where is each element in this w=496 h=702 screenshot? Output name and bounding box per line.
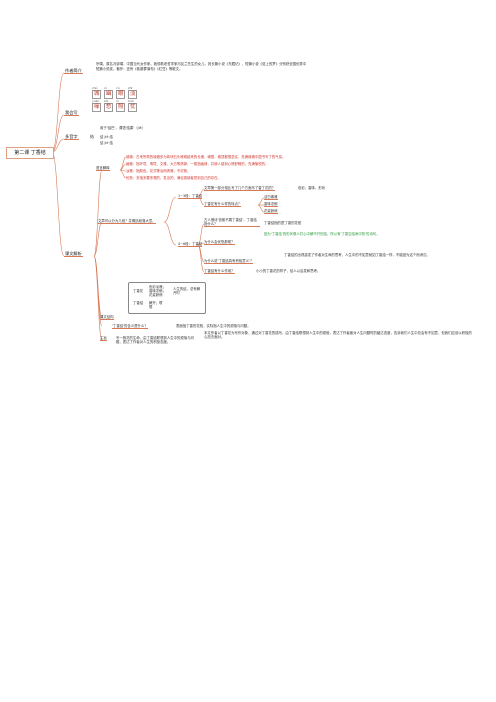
summary-label: 主旨 [100,336,107,342]
char-5: 缘 [92,102,102,112]
tone-label: 语言解释 [96,166,110,172]
structure-label: 课文结构 [100,315,114,321]
summary-right: 本文作者以丁香花为写作对象，通过对丁香花的描写，由丁香结联想到人生中的烦恼，表达… [204,331,472,340]
tone-3: 淡雅：指颜色、花式等淡而清雅，不浓艳。 [126,169,190,173]
author-line-1: 宗璞，原名冯钟璞，中国当代女作家。她领着老哲学家冯友兰先生的女儿，其长篇小说《东… [96,62,307,66]
analysis-branch: 课文解析 [64,251,83,257]
part-2-a1: 丁香结指的是丁香的花苞 [264,221,302,225]
tone-2-text: 幽雅：指环境、情境、文雅、大方等清静，一般指幽静，并使人感到心情舒畅的，充满愉悦… [126,162,269,166]
pinyin-4: zhī [128,86,133,90]
part-2-a2-text: 因为'丁香结'的形状像人们心中解不开的结，所以有'丁香空结雨中愁'的诗句。 [264,232,380,236]
part-2-q1: 古人借诗'芭蕉不展丁香结'，丁香结指什么？ [204,218,260,228]
pinyin-5: yuán [92,99,100,103]
pinyin-8: huǒ [128,99,134,103]
pinyin-6: shì [104,99,109,103]
pinyin-7: nì [116,99,119,103]
theme-question: '丁香结'的含义是什么？ [112,324,148,330]
pinyin-3: cǔ [116,86,120,90]
part-2-a4: 小小的丁香花的样子，给人以启发和思考。 [256,269,321,273]
tone-3-text: 淡雅：指颜色、花式等淡而清雅，不浓艳。 [126,169,191,173]
tone-2: 幽雅：指环境、情境、文雅、大方等清静，一般指幽静，并使人感到心情舒畅的，充满愉悦… [126,162,268,166]
poly-line-2: 结 jiē 结 [100,135,113,139]
summary-left: 写一株花的生命，由丁香结联想到人生中的烦恼与问题，表达了作者对人生的积极态度。 [116,336,194,345]
author-line-2: 短篇小说奖。著作：还有《紫藤萝瀑布》《红豆》等散文。 [96,66,183,71]
part-1-q2: 丁香花有什么样的特点？ [204,202,242,208]
part-2-q3: 为什么说'丁香结真有积极意义'？ [204,259,254,265]
part-1-label: 1~3段：丁香结 [178,194,203,200]
part-1-q1: 文章第一部分相比写了几个方面写了香丁花的？ [204,186,276,192]
part-1-a2c: 花姿娇俏 [264,209,278,215]
theme-answer: 表面指丁香的花苞，实际指人生中的烦恼与问题。 [176,324,251,328]
tone-1-text: 城墙：古来所筑的城墙多为砖块石头堆砌起来的长墙，墙根，墙顶都很坚实，充满城墙中国… [126,155,286,159]
struct-a1: 色彩淡雅；香味浓郁；花姿娇俏 [149,285,166,298]
poly-char: 结 [90,134,94,139]
paragraph-question: 文章可以分为几段？并概括段落大意。 [98,219,156,225]
part-2-a2: 因为'丁香结'的形状像人们心中解不开的结，所以有'丁香空结雨中愁'的诗句。 [264,232,476,236]
part-1-a2b: 香味浓郁 [264,202,278,208]
struct-c: 人生的结，总有解开时 [173,287,201,296]
part-2-label: 4~6段：丁香结 [178,242,203,248]
char-7: 照 [116,102,126,112]
char-8: 忧 [128,102,138,112]
poly-line-3: 结 jié 结 [100,141,113,145]
struct-b: 丁香结 [133,301,144,305]
part-2-q4: 丁香结有什么作用？ [204,269,235,275]
char-3: 眼 [116,89,126,99]
root-node: 第二课 丁香结 [6,147,54,159]
char-2: 幽 [104,89,114,99]
struct-b1: 解开；联想 [149,301,163,310]
tone-4-text: 忧愁：多指多要多想的、发出的，满足感使者觉到自己的存在。 [126,176,221,180]
part-1-a1: 色彩、香味、形状 [298,186,326,190]
struct-a: 丁香花 [133,289,144,293]
structure-box: 丁香花 丁香结 色彩淡雅；香味浓郁；花姿娇俏 解开；联想 人生的结，总有解开时 [128,282,206,314]
tone-4: 忧愁：多指多要多想的、发出的，满足感使者觉到自己的存在。 [126,176,221,180]
char-1: 城 [92,89,102,99]
pinyin-1: chù [92,86,98,90]
pinyin-2: xì [104,86,107,90]
part-2-q2: 为什么会忧愁那呢？ [204,240,235,246]
char-6: 愁 [104,102,114,112]
poly-line-1: 用于'结巴'，谓语'结果'（jiē） [100,126,145,130]
tone-1: 城墙：古来所筑的城墙多为砖块石头堆砌起来的长墙，墙根，墙顶都很坚实，充满城墙中国… [126,155,285,159]
part-2-a3: 丁香结的出现激发了作者对生命的思考，人生中的不如意就如丁香结一样，不能因为这个而… [284,253,430,257]
write-branch: 我会写 [64,110,79,116]
char-4: 淡 [128,89,138,99]
author-branch: 作者简介 [64,68,83,74]
write-grid: chù xì cǔ zhī 城 幽 眼 淡 yuán shì nì huǒ 缘 … [92,86,140,116]
poly-branch: 多音字 [64,134,79,140]
part-1-a2a: 洁白素雅 [264,195,278,201]
root-title: 第二课 丁香结 [14,150,46,156]
